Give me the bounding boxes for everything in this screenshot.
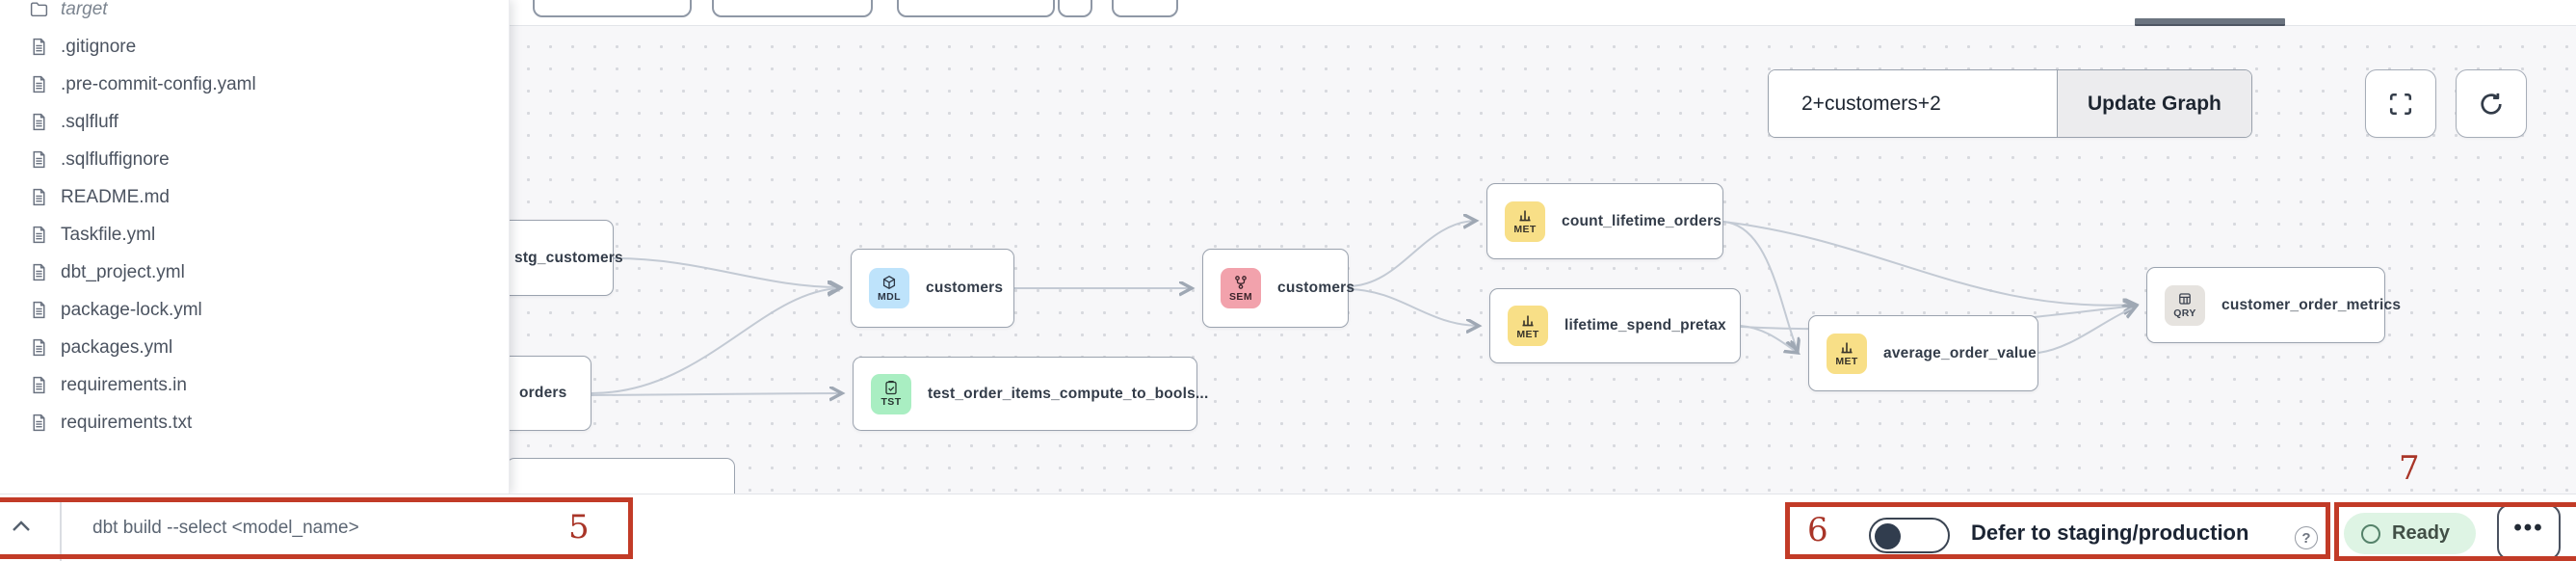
node-label: customers <box>926 280 1004 296</box>
sidebar-item-gitignore[interactable]: .gitignore <box>0 28 509 66</box>
sidebar-item-sqlfluff[interactable]: .sqlfluff <box>0 103 509 141</box>
sidebar-item-readme[interactable]: README.md <box>0 178 509 216</box>
node-label: stg_customers <box>514 249 623 266</box>
toolbar-button-cutoff[interactable] <box>533 0 692 17</box>
lineage-edges <box>591 0 2576 494</box>
refresh-button[interactable] <box>2456 69 2527 138</box>
metric-icon: MET <box>1505 200 1545 242</box>
file-icon <box>33 75 45 94</box>
model-icon: MDL <box>869 268 909 308</box>
file-icon <box>33 338 45 357</box>
help-icon[interactable]: ? <box>2295 526 2318 549</box>
sidebar-item-requirements-in[interactable]: requirements.in <box>0 366 509 404</box>
file-icon <box>33 38 45 56</box>
command-bar: Defer to staging/production ? Ready ••• <box>0 494 2576 561</box>
refresh-icon <box>2481 93 2502 115</box>
defer-label: Defer to staging/production <box>1971 521 2249 545</box>
active-tab-indicator <box>2135 18 2285 26</box>
node-customers-model[interactable]: MDL customers <box>851 249 1014 328</box>
file-icon <box>33 150 45 169</box>
node-label: count_lifetime_orders <box>1562 212 1722 229</box>
status-circle-icon <box>2361 523 2380 544</box>
file-icon <box>33 414 45 432</box>
test-icon: TST <box>871 373 911 414</box>
fullscreen-icon <box>2389 93 2412 115</box>
metric-icon: MET <box>1827 333 1867 374</box>
node-test-order-items[interactable]: TST test_order_items_compute_to_bools... <box>853 357 1208 431</box>
status-text: Ready <box>2392 522 2451 544</box>
file-icon <box>33 301 45 319</box>
sidebar-item-package-lock[interactable]: package-lock.yml <box>0 291 509 329</box>
sidebar-item-requirements-txt[interactable]: requirements.txt <box>0 404 509 441</box>
graph-selector-input[interactable] <box>1769 70 2057 137</box>
file-icon <box>33 263 45 281</box>
toolbar-button-cutoff[interactable] <box>1112 0 1178 17</box>
more-options-button[interactable]: ••• <box>2497 504 2561 560</box>
sidebar-item-packages[interactable]: packages.yml <box>0 329 509 366</box>
file-icon <box>33 226 45 244</box>
semantic-model-icon: SEM <box>1221 268 1261 308</box>
node-label: test_order_items_compute_to_bools... <box>928 385 1209 402</box>
node-label: average_order_value <box>1883 344 2037 361</box>
dbt-command-input[interactable] <box>92 506 536 550</box>
sidebar-item-taskfile[interactable]: Taskfile.yml <box>0 216 509 254</box>
file-icon <box>33 188 45 206</box>
folder-icon <box>30 2 48 17</box>
sidebar-item-target[interactable]: target <box>0 0 509 28</box>
toolbar-button-cutoff[interactable] <box>897 0 1055 17</box>
saved-query-icon: QRY <box>2165 284 2205 326</box>
ellipsis-icon: ••• <box>2513 515 2544 541</box>
metric-icon: MET <box>1508 306 1548 346</box>
node-customer-order-metrics[interactable]: QRY customer_order_metrics <box>2146 267 2401 343</box>
node-average-order-value[interactable]: MET average_order_value <box>1808 315 2038 391</box>
toggle-knob <box>1875 522 1901 549</box>
sidebar-item-sqlfluffignore[interactable]: .sqlfluffignore <box>0 141 509 178</box>
node-customers-semantic[interactable]: SEM customers <box>1202 249 1354 328</box>
sidebar-item-pre-commit-config[interactable]: .pre-commit-config.yaml <box>0 66 509 103</box>
node-label: customer_order_metrics <box>2221 296 2402 313</box>
file-icon <box>33 376 45 394</box>
file-explorer-panel: target .gitignore .pre-commit-config.yam… <box>0 0 510 494</box>
toolbar-button-cutoff[interactable] <box>1058 0 1092 17</box>
defer-toggle[interactable] <box>1869 518 1950 553</box>
toolbar-button-cutoff[interactable] <box>712 0 873 17</box>
divider <box>60 499 62 561</box>
graph-selector-group: Update Graph <box>1768 69 2252 138</box>
node-label: orders <box>519 385 567 401</box>
status-badge: Ready <box>2344 513 2476 554</box>
node-lifetime-spend-pretax[interactable]: MET lifetime_spend_pretax <box>1489 288 1741 363</box>
node-count-lifetime-orders[interactable]: MET count_lifetime_orders <box>1486 183 1723 259</box>
node-label: customers <box>1277 280 1355 296</box>
sidebar-item-dbt-project[interactable]: dbt_project.yml <box>0 254 509 291</box>
chevron-up-icon[interactable] <box>10 519 33 534</box>
fullscreen-button[interactable] <box>2365 69 2436 138</box>
update-graph-button[interactable]: Update Graph <box>2057 70 2251 137</box>
file-icon <box>33 113 45 131</box>
node-label: lifetime_spend_pretax <box>1564 317 1726 334</box>
